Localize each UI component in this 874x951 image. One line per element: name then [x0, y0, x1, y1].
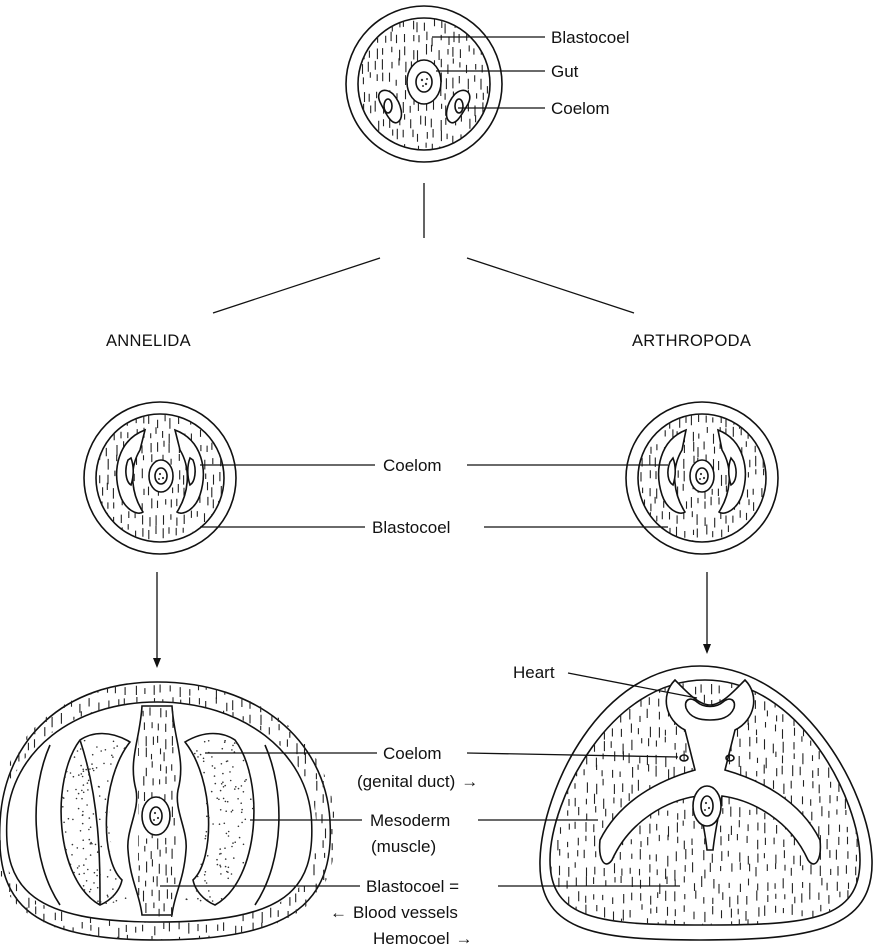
- annelida-embryo-section: [84, 402, 236, 555]
- label-mesoderm: Mesoderm: [370, 811, 450, 830]
- label-mid-coelom: Coelom: [383, 456, 442, 475]
- label-blood-vessels: ←Blood vessels: [330, 903, 458, 922]
- label-arthropoda: ARTHROPODA: [632, 332, 751, 350]
- label-annelida: ANNELIDA: [106, 332, 191, 350]
- right-arrow-genital: →: [461, 772, 478, 791]
- annelida-adult-section: [0, 682, 335, 951]
- label-coelom: Coelom: [383, 744, 442, 763]
- label-top-coelom: Coelom: [551, 99, 610, 118]
- label-blastocoel-eq: Blastocoel =: [366, 877, 459, 896]
- label-mid-blastocoel: Blastocoel: [372, 518, 450, 537]
- label-top-gut: Gut: [551, 62, 579, 81]
- left-arrow-blood: ←: [330, 903, 347, 922]
- development-arrows: [153, 572, 711, 668]
- phylogeny-branches: [213, 183, 634, 313]
- ancestral-cross-section: Blastocoel Gut Coelom: [346, 6, 629, 162]
- label-hemocoel: Hemocoel→: [373, 929, 473, 948]
- label-genital-duct: (genital duct)→: [357, 772, 478, 791]
- label-heart: Heart: [513, 663, 555, 682]
- right-arrow-hemocoel: →: [456, 929, 473, 948]
- arthropoda-adult-section: [540, 666, 872, 940]
- label-muscle: (muscle): [371, 837, 436, 856]
- arthropoda-embryo-section: [626, 402, 778, 554]
- label-top-blastocoel: Blastocoel: [551, 28, 629, 47]
- gut: [407, 60, 441, 104]
